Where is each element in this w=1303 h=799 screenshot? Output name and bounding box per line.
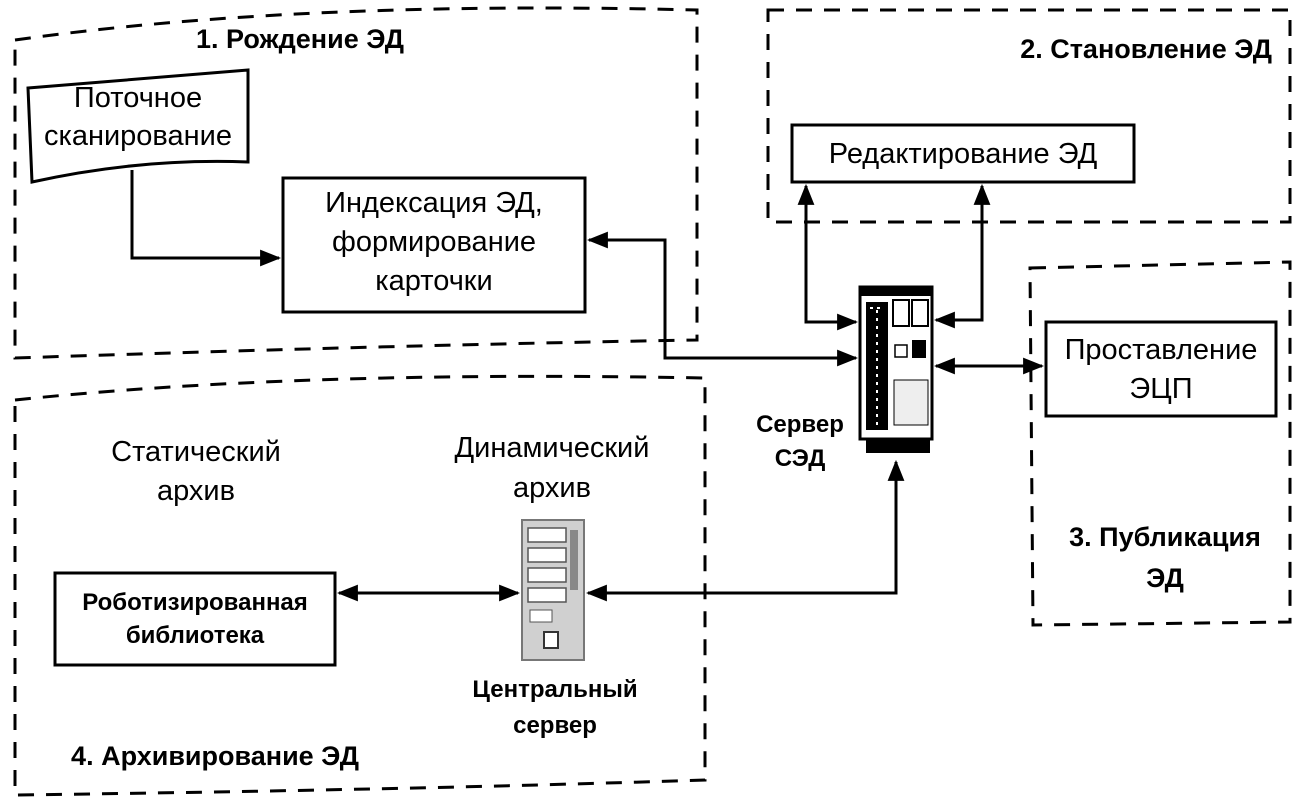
signature-box	[1044, 320, 1278, 418]
indexing-label-line1: Индексация ЭД,	[325, 187, 543, 219]
signature-label-line1: Проставление	[1065, 334, 1258, 366]
scanning-label-line2: сканирование	[44, 120, 232, 152]
static-archive-label-line2: архив	[157, 475, 235, 507]
stage-birth-title: 1. Рождение ЭД	[196, 24, 404, 54]
scanning-box	[26, 68, 250, 184]
stage-formation-frame	[766, 8, 1292, 224]
indexing-label-line2: формирование	[332, 226, 536, 258]
editing-box	[790, 123, 1136, 184]
stage-publication-title-line1: 3. Публикация	[1069, 522, 1261, 552]
server-tower-icon	[858, 285, 934, 453]
stage-formation-title: 2. Становление ЭД	[1020, 34, 1272, 64]
dynamic-archive-label-line2: архив	[513, 472, 591, 504]
robotic-library-box	[53, 571, 337, 667]
editing-label: Редактирование ЭД	[829, 138, 1098, 170]
central-server-label-line1: Центральный	[472, 676, 637, 703]
static-archive-label-line1: Статический	[111, 436, 281, 468]
indexing-box	[281, 176, 587, 314]
sed-server-label-line2: СЭД	[775, 445, 826, 472]
stage-publication-title-line2: ЭД	[1146, 563, 1184, 593]
server-central-arrow	[585, 459, 905, 602]
server-rack-icon	[521, 519, 585, 661]
robotic-library-label-line1: Роботизированная	[82, 589, 308, 616]
scanning-label-line1: Поточное	[74, 82, 202, 114]
indexing-label-line3: карточки	[375, 265, 492, 297]
stage-publication-frame	[1028, 260, 1292, 627]
stage-archiving-frame	[13, 374, 707, 797]
server-editing-left-arrow	[797, 183, 859, 331]
dynamic-archive-label-line1: Динамический	[455, 432, 650, 464]
central-server-label-line2: сервер	[513, 712, 597, 739]
sed-server-label-line1: Сервер	[756, 411, 844, 438]
server-editing-right-arrow	[933, 183, 991, 329]
signature-label-line2: ЭЦП	[1129, 373, 1192, 405]
indexing-server-arrow	[586, 231, 859, 367]
scanning-to-indexing-arrow	[130, 170, 282, 267]
robotic-library-label-line2: библиотека	[126, 622, 265, 649]
stage-archiving-title: 4. Архивирование ЭД	[71, 741, 359, 771]
